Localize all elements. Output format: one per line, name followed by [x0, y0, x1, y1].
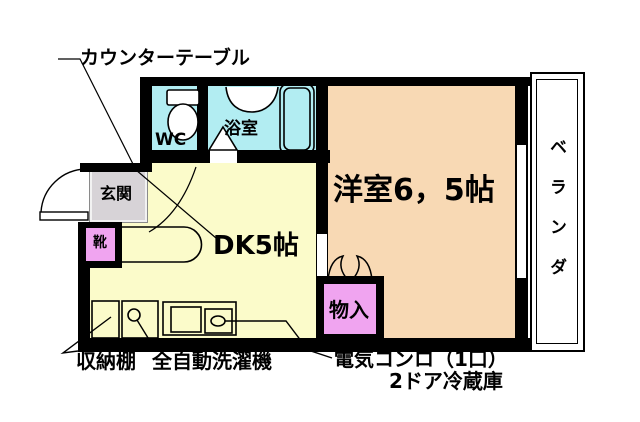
dk-western-doorway [316, 234, 328, 276]
veranda-label: ベランダ [546, 138, 566, 298]
wall-top [140, 77, 530, 86]
wall-dk-western [316, 86, 328, 234]
wall-western-balcony-top [515, 77, 528, 145]
counter-table-label: カウンターテーブル [80, 47, 250, 69]
western-room-label: 洋室6，5帖 [333, 173, 495, 208]
closet-label: 物入 [329, 298, 369, 322]
wall-wet-bottom-left [140, 150, 210, 163]
wall-entrance-top [80, 163, 152, 172]
balcony-window [515, 145, 528, 278]
bath-label: 浴室 [224, 119, 258, 139]
wall-wc-bath-divider [197, 86, 208, 152]
bath-door-opening [210, 150, 237, 163]
closet-interior [324, 284, 376, 334]
storage-shelf-label: 収納棚 [76, 349, 136, 373]
entrance-door-icon [39, 168, 89, 221]
washing-machine-label: 全自動洗濯機 [152, 349, 272, 373]
entrance-label: 玄関 [100, 184, 133, 203]
dk-label: DK5帖 [213, 231, 299, 261]
balcony-inner-rail [536, 79, 578, 344]
shoe-box-label: 靴 [93, 235, 107, 251]
electric-stove-label: 電気コンロ（1口） [334, 347, 508, 371]
wall-western-balcony-bottom [515, 278, 528, 352]
wc-label: WC [155, 130, 187, 150]
refrigerator-label: 2ドア冷蔵庫 [389, 369, 503, 393]
